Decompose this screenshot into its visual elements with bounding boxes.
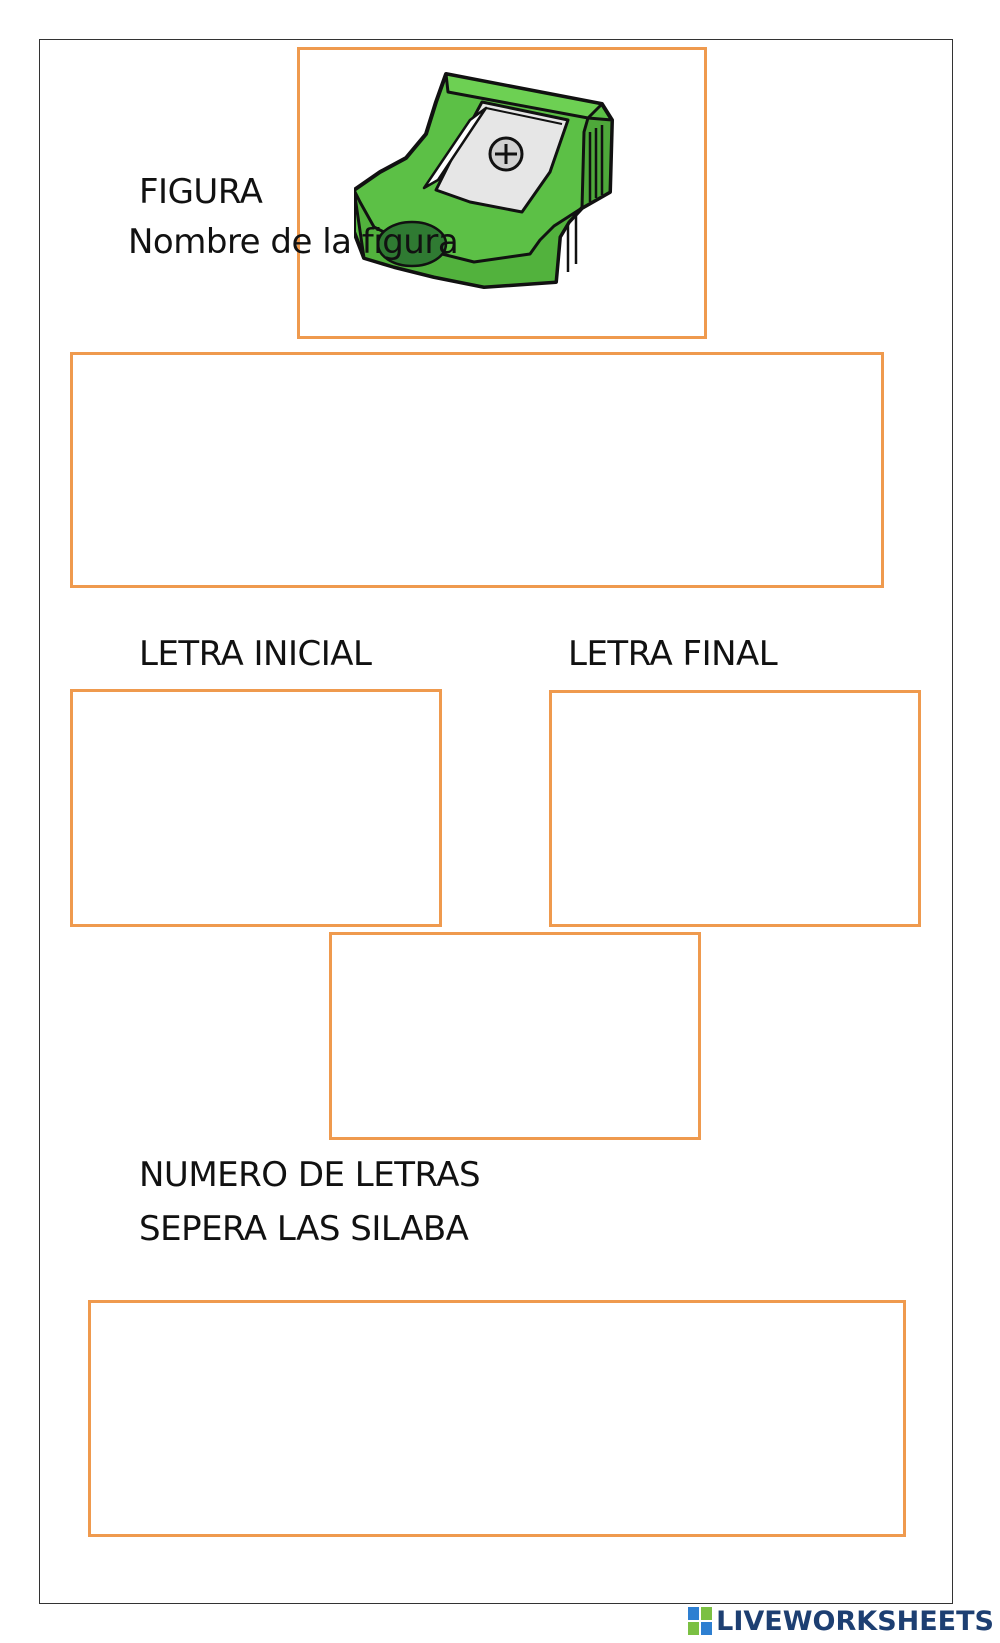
silabas-answer-box[interactable] — [88, 1300, 906, 1537]
nombre-figura-label: Nombre de la figura — [128, 222, 459, 262]
figura-label: FIGURA — [139, 172, 263, 212]
liveworksheets-brand-text: LIVEWORKSHEETS — [716, 1605, 994, 1637]
separa-silaba-label: SEPERA LAS SILABA — [139, 1209, 469, 1249]
liveworksheets-footer: LIVEWORKSHEETS — [688, 1603, 994, 1639]
worksheet-page — [39, 39, 953, 1604]
letra-final-answer-box[interactable] — [549, 690, 921, 927]
numero-letras-answer-box[interactable] — [329, 932, 701, 1140]
liveworksheets-logo-icon — [688, 1607, 713, 1635]
numero-letras-label: NUMERO DE LETRAS — [139, 1155, 481, 1195]
figure-image-frame — [297, 47, 707, 339]
pencil-sharpener-icon — [354, 72, 614, 289]
letra-inicial-label: LETRA INICIAL — [139, 634, 372, 674]
nombre-answer-box[interactable] — [70, 352, 884, 588]
letra-inicial-answer-box[interactable] — [70, 689, 442, 927]
letra-final-label: LETRA FINAL — [568, 634, 778, 674]
